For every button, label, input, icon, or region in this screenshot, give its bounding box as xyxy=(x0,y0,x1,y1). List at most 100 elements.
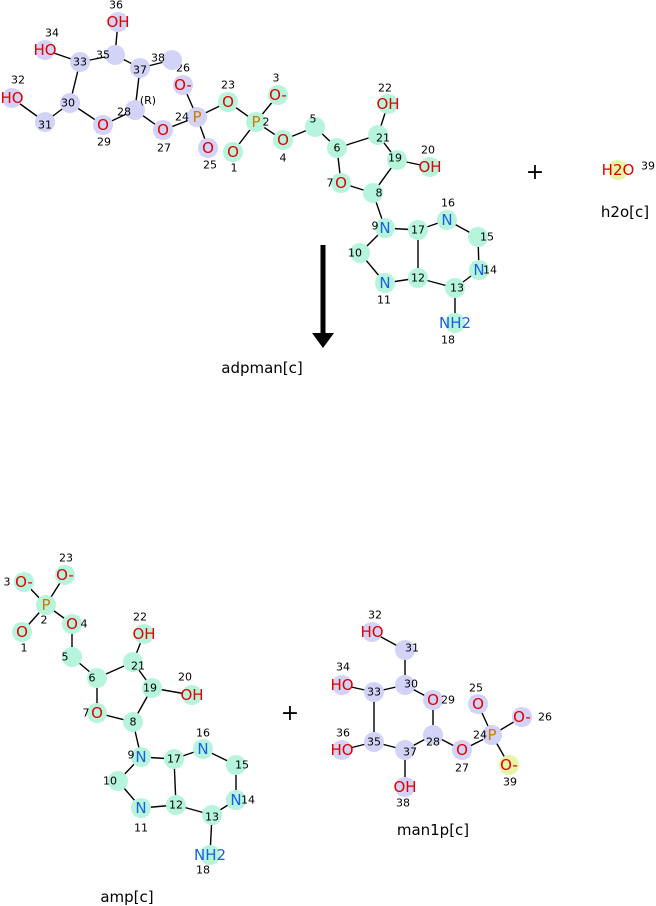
atom-highlight xyxy=(105,45,125,65)
atom-number: 39 xyxy=(503,776,517,789)
atom-number: 28 xyxy=(426,736,440,749)
atom-label: OH xyxy=(376,95,399,113)
atom-number: 35 xyxy=(96,49,110,62)
atom-label: O- xyxy=(15,573,33,591)
adpman-atom-11: N 11 xyxy=(375,273,395,307)
atom-label: O- xyxy=(513,708,531,726)
atom-number: 32 xyxy=(11,74,25,87)
atom-label: P xyxy=(487,726,496,744)
atom-number: 14 xyxy=(241,794,255,807)
atom-number: 21 xyxy=(376,132,390,145)
atom-number: 31 xyxy=(38,119,52,132)
atom-highlight xyxy=(226,755,246,775)
atom-highlight xyxy=(364,732,384,752)
atom-number: 1 xyxy=(21,642,28,655)
atom-label: N xyxy=(379,274,390,292)
atom-number: 26 xyxy=(538,711,552,724)
atom-label: P xyxy=(192,108,201,126)
adpman-atom-12: 12 xyxy=(408,268,428,288)
adpman-atom-10: 10 xyxy=(348,243,370,263)
amp-atom-20: OH 20 xyxy=(178,671,204,705)
amp-atom-1: O1 xyxy=(12,622,32,655)
atom-label-bg xyxy=(276,132,290,148)
atom-number: 13 xyxy=(205,811,219,824)
atom-number: 34 xyxy=(336,661,350,674)
amp-atom-10: 10 xyxy=(103,771,128,791)
man1p-atom-30: 30 xyxy=(395,675,418,695)
atom-highlight xyxy=(142,678,162,698)
atom-label: OH xyxy=(180,686,203,704)
atom-label-bg xyxy=(58,567,72,583)
atom-number: 32 xyxy=(368,609,382,622)
atom-highlight xyxy=(162,50,182,70)
atom-label: N xyxy=(230,791,241,809)
atom-label-bg xyxy=(229,792,243,808)
atom-label: N xyxy=(473,261,484,279)
atom-number: 20 xyxy=(178,671,192,684)
atom-highlight xyxy=(130,58,150,78)
atom-number: 12 xyxy=(169,799,183,812)
man1p-atom-25: O25 xyxy=(468,682,488,714)
plus-sign-bottom: + xyxy=(281,701,299,726)
man1p-atom-37: 37 xyxy=(395,740,417,760)
atom-number: 29 xyxy=(97,136,111,149)
atom-highlight xyxy=(387,150,407,170)
atom-highlight xyxy=(364,682,384,702)
atom-label: O xyxy=(427,691,439,709)
atom-highlight xyxy=(368,125,388,145)
atom-number: 21 xyxy=(131,660,145,673)
atom-label-bg xyxy=(378,275,392,291)
atom-label: O xyxy=(91,704,103,722)
atom-label-bg xyxy=(471,696,485,712)
atom-number: 11 xyxy=(377,294,391,307)
adpman-atom-15: 15 xyxy=(468,227,494,247)
amp-atom-21: 21 xyxy=(123,652,145,673)
atom-number: 1 xyxy=(231,162,238,175)
man1p-atom-27: O27 xyxy=(452,740,472,775)
atom-number: 28 xyxy=(117,106,131,119)
atom-number: 7 xyxy=(83,707,90,720)
atom-label: O xyxy=(202,139,214,157)
atom-label-bg xyxy=(249,114,263,130)
plus-sign-top: + xyxy=(526,160,544,185)
atom-number: 7 xyxy=(327,177,334,190)
atom-number: 18 xyxy=(196,864,210,877)
atom-label: O xyxy=(16,623,28,641)
atom-number: 19 xyxy=(388,152,402,165)
adpman-atom-31: 31 xyxy=(35,112,55,132)
adpman-atom-23: O23 xyxy=(218,79,238,112)
stereo-label: (R) xyxy=(140,94,156,107)
atom-label: O xyxy=(335,174,347,192)
atom-label: HO xyxy=(33,41,56,59)
amp-atom-19: 19 xyxy=(142,678,162,698)
atom-number: 15 xyxy=(480,231,494,244)
atom-number: 4 xyxy=(81,618,88,631)
atom-label-bg xyxy=(15,624,29,640)
atom-label-bg xyxy=(65,616,79,632)
atom-number: 23 xyxy=(59,552,73,565)
atom-label-bg xyxy=(156,122,170,138)
atom-highlight xyxy=(395,740,415,760)
atom-number: 9 xyxy=(128,749,135,762)
man1p-atom-24: P24 xyxy=(473,725,502,745)
atom-label-bg xyxy=(176,77,190,93)
atom-number: 3 xyxy=(4,576,11,589)
amp-atom-8: 8 xyxy=(123,712,143,732)
atom-label: NH2 xyxy=(439,314,471,332)
atom-number: 12 xyxy=(411,272,425,285)
amp-atom-23: O-23 xyxy=(55,552,75,585)
atom-number: 20 xyxy=(421,144,435,157)
atom-label-bg xyxy=(185,687,199,703)
adpman-atom-17: 17 xyxy=(408,220,428,240)
atom-label: N xyxy=(379,219,390,237)
atom-number: 16 xyxy=(196,727,210,740)
atom-number: 34 xyxy=(45,27,59,40)
atom-label-bg xyxy=(190,109,204,125)
